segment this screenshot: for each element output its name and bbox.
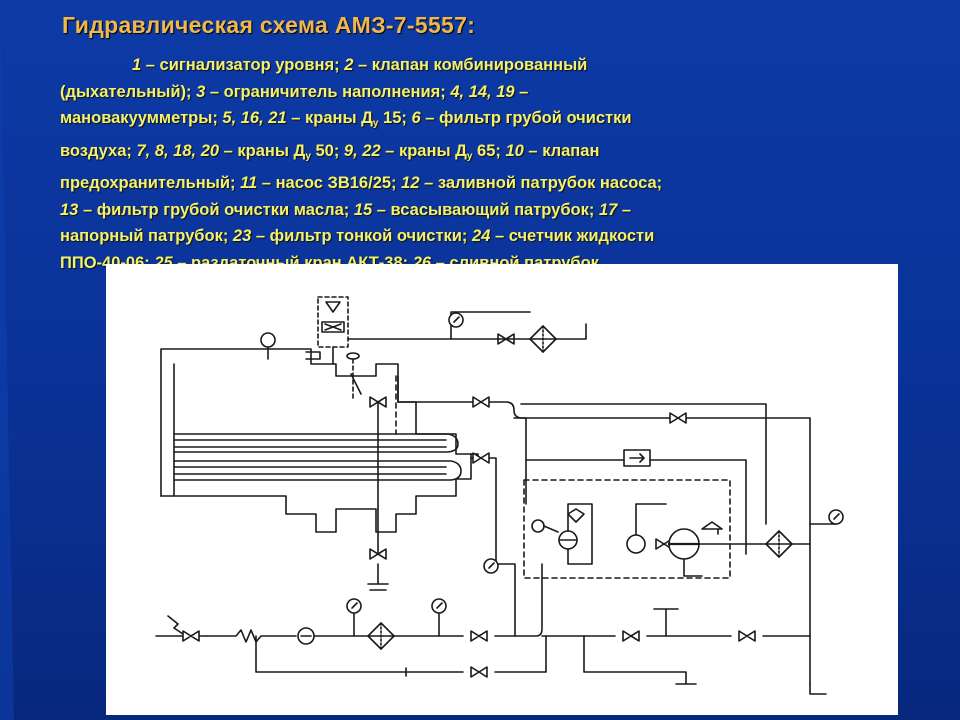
legend-text-part: – xyxy=(617,200,632,219)
legend-num: 10 xyxy=(505,141,524,160)
legend-text: 1 – сигнализатор уровня; 2 – клапан комб… xyxy=(60,52,920,276)
level-indicator xyxy=(260,332,321,360)
legend-num: 7, 8, 18, 20 xyxy=(136,141,220,160)
legend-num: 11 xyxy=(240,174,258,192)
legend-text-part: – счетчик жидкости xyxy=(490,227,655,245)
legend-text-part: – xyxy=(514,82,529,101)
legend-text-part: предохранительный; xyxy=(60,174,241,192)
legend-num: 4, 14, 19 xyxy=(450,82,515,101)
legend-num: 5, 16, 21 xyxy=(222,109,287,127)
legend-text-part: – ограничитель наполнения; xyxy=(205,82,451,101)
legend-text-part: – краны Д xyxy=(219,141,306,160)
lower-pipeline xyxy=(155,558,811,685)
legend-text-part: – насос ЗВ16/25; xyxy=(257,174,402,192)
legend-num: 1 xyxy=(132,56,142,74)
legend-num: 17 xyxy=(598,200,618,219)
legend-text-part: 65; xyxy=(472,141,506,160)
legend-num: 23 xyxy=(232,227,252,245)
legend-text-part: – краны Д xyxy=(380,141,467,160)
legend-text-part: 50; xyxy=(310,141,344,160)
fine-filter-and-counter xyxy=(765,509,844,695)
pump-unit xyxy=(523,479,767,579)
breathing-valve xyxy=(317,296,349,365)
legend-text-part: – фильтр грубой очистки масла; xyxy=(78,200,354,219)
legend-num: 9, 22 xyxy=(343,141,381,160)
legend-subscript: у xyxy=(466,150,473,162)
legend-text-part: напорный патрубок; xyxy=(60,227,233,245)
tank xyxy=(160,348,472,533)
hydraulic-diagram-panel xyxy=(106,264,898,715)
legend-text-part: – клапан комбинированный xyxy=(353,56,588,74)
safety-valve xyxy=(525,449,747,555)
legend-text-part: мановакуумметры; xyxy=(60,109,223,127)
legend-subscript: у xyxy=(305,150,311,162)
legend-text-part: (дыхательный); xyxy=(60,82,197,101)
legend-text-part: – сигнализатор уровня; xyxy=(141,56,345,74)
drain-pipe xyxy=(367,508,389,591)
legend-num: 12 xyxy=(401,174,420,192)
legend-num: 13 xyxy=(60,200,79,219)
legend-text-part: – клапан xyxy=(523,141,600,160)
legend-num: 3 xyxy=(196,82,206,101)
tank-outlet-lines xyxy=(369,375,811,685)
slide-title: Гидравлическая схема АМЗ-7-5557: xyxy=(62,12,476,38)
legend-num: 6 xyxy=(411,109,421,127)
legend-num: 2 xyxy=(344,56,354,74)
legend-text-part: – фильтр тонкой очистки; xyxy=(251,227,473,245)
fill-limiter xyxy=(346,352,362,400)
legend-text-part: воздуха; xyxy=(60,141,137,160)
legend-text-part: – краны Д xyxy=(286,109,373,127)
legend-text-part: – заливной патрубок насоса; xyxy=(419,174,663,192)
legend-text-part: 15; xyxy=(378,109,412,127)
legend-text-part: – всасывающий патрубок; xyxy=(372,200,599,219)
top-pipeline xyxy=(347,311,587,353)
legend-subscript: у xyxy=(372,118,379,129)
legend-text-part: – фильтр грубой очистки xyxy=(420,109,632,127)
legend-num: 15 xyxy=(353,200,373,219)
hydraulic-schematic xyxy=(155,296,844,695)
legend-num: 24 xyxy=(472,227,491,245)
